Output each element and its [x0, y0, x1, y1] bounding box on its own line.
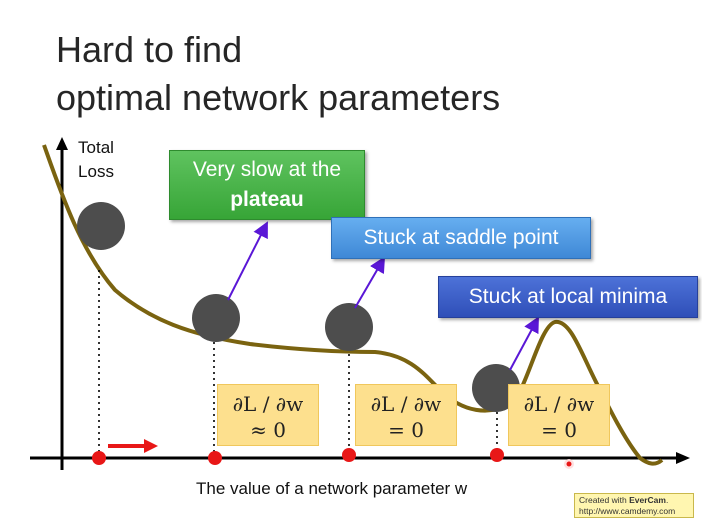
- direction-arrow-head-icon: [144, 439, 158, 453]
- gradient-expression: ∂L / ∂w: [232, 392, 304, 416]
- watermark-brand: EverCam: [629, 495, 666, 505]
- gradient-expression: ∂L / ∂w: [370, 392, 442, 416]
- y-axis-label: Total Loss: [68, 136, 124, 184]
- gradient-box-plateau: ∂L / ∂w ≈ 0: [217, 384, 319, 446]
- ball-plateau: [192, 294, 240, 342]
- gradient-value: ≈ 0: [250, 418, 286, 442]
- gradient-box-local-minima: ∂L / ∂w = 0: [508, 384, 610, 446]
- pointer-arrow-saddle: [354, 256, 386, 309]
- watermark-line-1: Created with EverCam.: [579, 495, 689, 506]
- ball-start: [77, 202, 125, 250]
- gradient-expression: ∂L / ∂w: [523, 392, 595, 416]
- gradient-box-saddle: ∂L / ∂w = 0: [355, 384, 457, 446]
- watermark-suffix: .: [665, 495, 669, 505]
- y-axis-label-line-1: Total: [78, 138, 114, 157]
- gradient-value: = 0: [388, 418, 424, 442]
- callout-plateau-line-1: Very slow at the: [192, 158, 342, 181]
- cursor-dot-icon: [566, 461, 572, 467]
- callout-plateau-line-2: plateau: [230, 188, 304, 211]
- axis-marker: [342, 448, 356, 462]
- axis-marker: [208, 451, 222, 465]
- callout-local-minima: Stuck at local minima: [438, 276, 698, 318]
- gradient-value: = 0: [541, 418, 577, 442]
- callout-saddle: Stuck at saddle point: [331, 217, 591, 259]
- slide-title-line-1: Hard to find: [56, 29, 243, 70]
- watermark-url[interactable]: http://www.camdemy.com: [579, 506, 676, 516]
- x-axis-arrow-icon: [676, 452, 690, 464]
- ball-saddle: [325, 303, 373, 351]
- axis-marker: [490, 448, 504, 462]
- watermark-prefix: Created with: [579, 495, 630, 505]
- y-axis-label-line-2: Loss: [78, 162, 114, 181]
- axis-marker: [92, 451, 106, 465]
- pointer-arrow-plateau: [227, 221, 268, 301]
- x-axis-label: The value of a network parameter w: [196, 479, 468, 498]
- y-axis-arrow-icon: [56, 137, 68, 150]
- slide-title-line-2: optimal network parameters: [56, 77, 501, 118]
- pointer-arrow-local: [509, 316, 539, 371]
- evercam-watermark[interactable]: Created with EverCam. http://www.camdemy…: [574, 493, 694, 518]
- callout-plateau: Very slow at the plateau: [169, 150, 365, 220]
